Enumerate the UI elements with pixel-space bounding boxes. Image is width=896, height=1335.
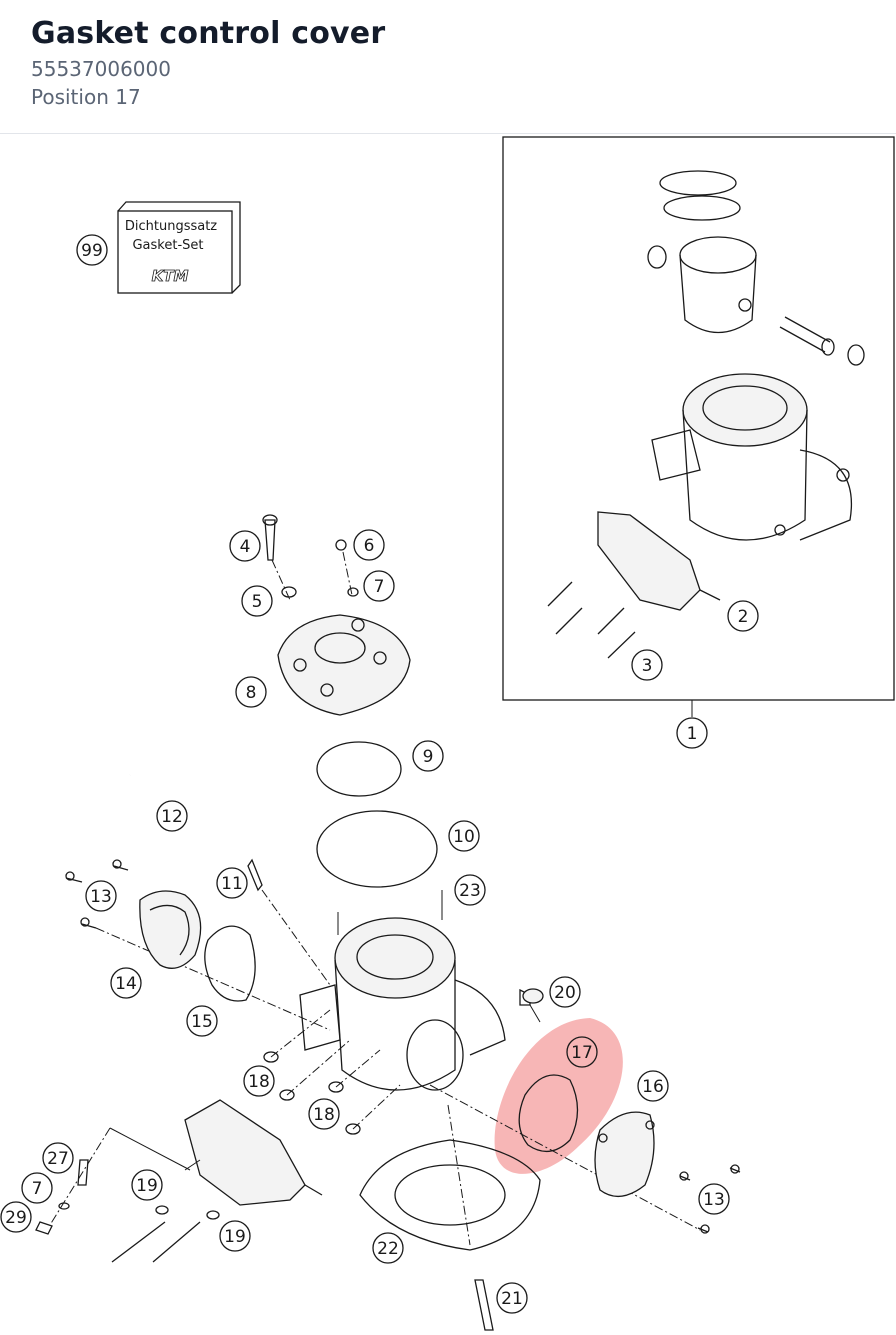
- callout-8[interactable]: 8: [235, 676, 267, 708]
- callout-label: 19: [136, 1176, 158, 1196]
- inset-cylinder-drawing: [651, 373, 852, 541]
- piston-rings-drawing: [659, 170, 741, 221]
- callout-label: 18: [248, 1072, 270, 1092]
- callout-11[interactable]: 11: [216, 867, 248, 899]
- callout-12[interactable]: 12: [156, 800, 188, 832]
- hose-drawing: [129, 772, 331, 986]
- nut-20-drawing: [522, 988, 544, 1004]
- callout-label: 12: [161, 807, 183, 827]
- base-gasket-22-drawing: [359, 1139, 541, 1251]
- o-ring-9-drawing: [316, 741, 402, 797]
- lower-bolts-drawing: [111, 1205, 220, 1263]
- exploded-parts-diagram: Dichtungssatz Gasket-Set KTM: [0, 136, 895, 1331]
- inset-intake-drawing: [597, 511, 721, 611]
- callout-10[interactable]: 10: [448, 820, 480, 852]
- page-header: Gasket control cover 55537006000 Positio…: [0, 0, 896, 134]
- circlip-left-drawing: [647, 245, 667, 269]
- screws-13-right-drawing: [679, 1164, 741, 1234]
- callout-label: 13: [90, 887, 112, 907]
- callout-6[interactable]: 6: [353, 529, 385, 561]
- callout-13[interactable]: 13: [85, 880, 117, 912]
- callout-label: 2: [738, 607, 749, 627]
- callout-label: 7: [32, 1179, 43, 1199]
- cylinder-head-drawing: [262, 514, 411, 716]
- callout-label: 15: [191, 1012, 213, 1032]
- stud-21-drawing: [447, 1104, 494, 1331]
- callout-27[interactable]: 27: [42, 1142, 74, 1174]
- callout-23[interactable]: 23: [454, 874, 486, 906]
- callout-label: 9: [423, 747, 434, 767]
- callout-label: 99: [81, 241, 103, 261]
- callout-7[interactable]: 7: [363, 570, 395, 602]
- callout-label: 4: [240, 537, 251, 557]
- callout-label: 13: [703, 1190, 725, 1210]
- inset-bolts-drawing: [547, 581, 636, 659]
- callout-14[interactable]: 14: [110, 967, 142, 999]
- callout-label: 11: [221, 874, 243, 894]
- callout-1[interactable]: 1: [676, 717, 708, 749]
- callout-7[interactable]: 7: [21, 1172, 53, 1204]
- piston-drawing: [679, 236, 757, 333]
- callout-label: 8: [246, 683, 257, 703]
- gasket-box-label-de: Dichtungssatz: [125, 219, 217, 234]
- callout-18[interactable]: 18: [308, 1098, 340, 1130]
- callout-19[interactable]: 19: [219, 1220, 251, 1252]
- callout-21[interactable]: 21: [496, 1282, 528, 1314]
- gasket-17-drawing[interactable]: [518, 1074, 579, 1152]
- callout-13[interactable]: 13: [698, 1183, 730, 1215]
- callout-17[interactable]: 17: [566, 1036, 598, 1068]
- callout-label: 19: [224, 1227, 246, 1247]
- callout-label: 6: [364, 536, 375, 556]
- lower-intake-drawing: [109, 1099, 323, 1206]
- callout-label: 5: [252, 592, 263, 612]
- callout-label: 27: [47, 1149, 69, 1169]
- callout-label: 1: [687, 724, 698, 744]
- control-cover-14-drawing: [139, 890, 202, 969]
- main-cylinder-drawing: [299, 890, 541, 1091]
- inset-frame: [502, 136, 895, 701]
- page-title: Gasket control cover: [31, 16, 386, 51]
- callout-label: 18: [313, 1105, 335, 1125]
- ktm-logo: KTM: [152, 267, 189, 285]
- callout-label: 23: [459, 881, 481, 901]
- callout-9[interactable]: 9: [412, 740, 444, 772]
- callout-29[interactable]: 29: [0, 1201, 32, 1233]
- callout-label: 16: [642, 1077, 664, 1097]
- o-rings-18-drawing: [263, 1009, 401, 1135]
- callout-20[interactable]: 20: [549, 976, 581, 1008]
- callout-4[interactable]: 4: [229, 530, 261, 562]
- position-label: Position 17: [31, 85, 141, 109]
- callout-label: 17: [571, 1043, 593, 1063]
- callout-label: 20: [554, 983, 576, 1003]
- callout-2[interactable]: 2: [727, 600, 759, 632]
- small-parts-27-7-29-drawing: [35, 1127, 111, 1235]
- callout-label: 22: [377, 1239, 399, 1259]
- callout-label: 14: [115, 974, 137, 994]
- callout-15[interactable]: 15: [186, 1005, 218, 1037]
- wrist-pin-drawing: [779, 316, 835, 356]
- callout-label: 3: [642, 656, 653, 676]
- circlip-right-drawing: [847, 344, 865, 366]
- callout-label: 21: [501, 1289, 523, 1309]
- callout-18[interactable]: 18: [243, 1065, 275, 1097]
- callout-19[interactable]: 19: [131, 1169, 163, 1201]
- gasket-15-drawing: [204, 925, 256, 1002]
- callout-label: 29: [5, 1208, 27, 1228]
- callout-label: 7: [374, 577, 385, 597]
- gasket-set-box: Dichtungssatz Gasket-Set KTM: [117, 201, 241, 294]
- callout-3[interactable]: 3: [631, 649, 663, 681]
- highlight-part-17[interactable]: [494, 1018, 623, 1174]
- callout-22[interactable]: 22: [372, 1232, 404, 1264]
- callout-label: 10: [453, 827, 475, 847]
- gasket-box-label-en: Gasket-Set: [132, 238, 203, 253]
- control-cover-16-drawing: [594, 1111, 655, 1197]
- o-ring-10-drawing: [316, 810, 438, 888]
- callout-99[interactable]: 99: [76, 234, 108, 266]
- screws-13-left-drawing: [65, 859, 331, 1031]
- part-number: 55537006000: [31, 57, 171, 81]
- callout-16[interactable]: 16: [637, 1070, 669, 1102]
- callout-5[interactable]: 5: [241, 585, 273, 617]
